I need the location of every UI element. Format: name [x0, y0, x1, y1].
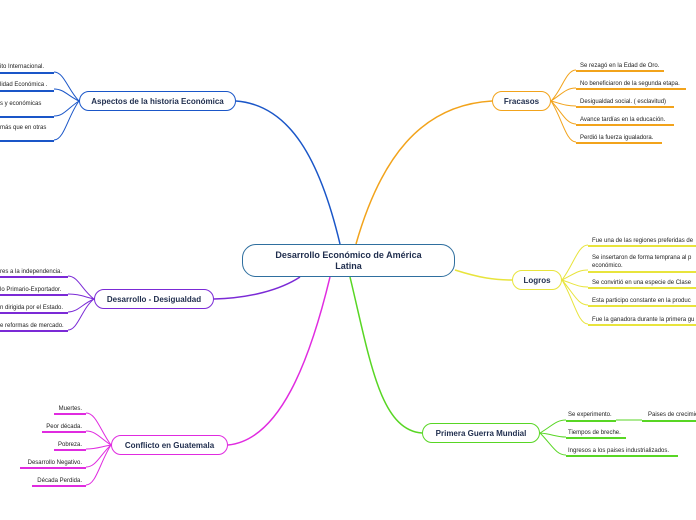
link-central-aspectos: [235, 100, 341, 245]
central-topic[interactable]: Desarrollo Económico de América Latina: [242, 244, 455, 277]
logros-leaf-links: [561, 244, 589, 325]
desarrollo-item-4[interactable]: e reformas de mercado.: [0, 323, 64, 329]
conflicto-item-3[interactable]: Pobreza.: [57, 442, 82, 448]
desarrollo-item-1[interactable]: res a la independencia.: [0, 269, 63, 275]
topic-aspectos[interactable]: Aspectos de la historia Económica: [79, 91, 236, 111]
guerra-item-2[interactable]: Tiempos de breche.: [568, 430, 621, 436]
conflicto-item-1[interactable]: Muertes.: [58, 406, 82, 412]
fracasos-item-4[interactable]: Avance tardías en la educación.: [580, 117, 666, 123]
conflicto-item-4[interactable]: Desarrollo Negativo.: [27, 460, 82, 466]
topic-conflicto-label: Conflicto en Guatemala: [124, 440, 215, 450]
link-central-guerra: [349, 276, 423, 434]
aspectos-item-4[interactable]: más que en otras: [0, 125, 47, 131]
logros-item-4[interactable]: Esta participo constante en la produc: [592, 298, 691, 304]
aspectos-item-1[interactable]: ito Internacional.: [0, 64, 45, 70]
fracasos-item-5[interactable]: Perdió la fuerza igualadora.: [580, 135, 654, 141]
topic-desarrollo-label: Desarrollo - Desigualdad: [106, 294, 202, 304]
link-central-fracasos: [355, 100, 493, 245]
topic-logros-label: Logros: [523, 275, 551, 285]
logros-item-2[interactable]: Se insertaron de forma temprana al p eco…: [592, 255, 692, 269]
desarrollo-item-3[interactable]: n dirigida por el Estado.: [0, 305, 64, 311]
guerra-item-3[interactable]: Ingresos a los paises industrializados.: [568, 448, 670, 454]
link-central-logros: [454, 269, 513, 281]
fracasos-item-1[interactable]: Se rezagó en la Edad de Oro.: [580, 63, 660, 69]
fracasos-item-3[interactable]: Desigualdad social. ( esclavitud): [580, 99, 667, 105]
fracasos-item-2[interactable]: No beneficiaron de la segunda etapa.: [580, 81, 680, 87]
guerra-sub-item[interactable]: Paises de crecimie: [648, 412, 696, 418]
link-central-conflicto: [227, 276, 331, 446]
aspectos-leaf-links: [53, 71, 80, 141]
topic-conflicto[interactable]: Conflicto en Guatemala: [111, 435, 228, 455]
logros-item-5[interactable]: Fue la ganadora durante la primera gu: [592, 317, 695, 323]
topic-logros[interactable]: Logros: [512, 270, 562, 290]
topic-fracasos[interactable]: Fracasos: [492, 91, 551, 111]
topic-aspectos-label: Aspectos de la historia Económica: [91, 96, 224, 106]
conflicto-leaf-links: [85, 412, 112, 486]
logros-item-1[interactable]: Fue una de las regiones preferidas de: [592, 238, 694, 244]
fracasos-leaf-links: [550, 69, 577, 143]
aspectos-item-3[interactable]: s y económicas: [0, 101, 42, 107]
guerra-leaf-links: [539, 419, 642, 456]
topic-desarrollo[interactable]: Desarrollo - Desigualdad: [94, 289, 214, 309]
logros-item-3[interactable]: Se convirtió en una especie de Clase: [592, 280, 692, 286]
central-topic-label: Desarrollo Económico de América Latina: [275, 249, 422, 271]
topic-guerra-label: Primera Guerra Mundial: [435, 428, 527, 438]
conflicto-item-5[interactable]: Década Perdida.: [37, 478, 82, 484]
link-central-desarrollo: [213, 276, 301, 300]
conflicto-item-2[interactable]: Peor década.: [46, 424, 82, 430]
topic-fracasos-label: Fracasos: [503, 96, 540, 106]
desarrollo-item-2[interactable]: lo Primario-Exportador.: [0, 287, 62, 293]
guerra-item-1[interactable]: Se experimento.: [568, 412, 612, 418]
aspectos-item-2[interactable]: lidad Económica .: [0, 82, 48, 88]
desarrollo-leaf-links: [67, 275, 95, 331]
topic-guerra[interactable]: Primera Guerra Mundial: [422, 423, 540, 443]
